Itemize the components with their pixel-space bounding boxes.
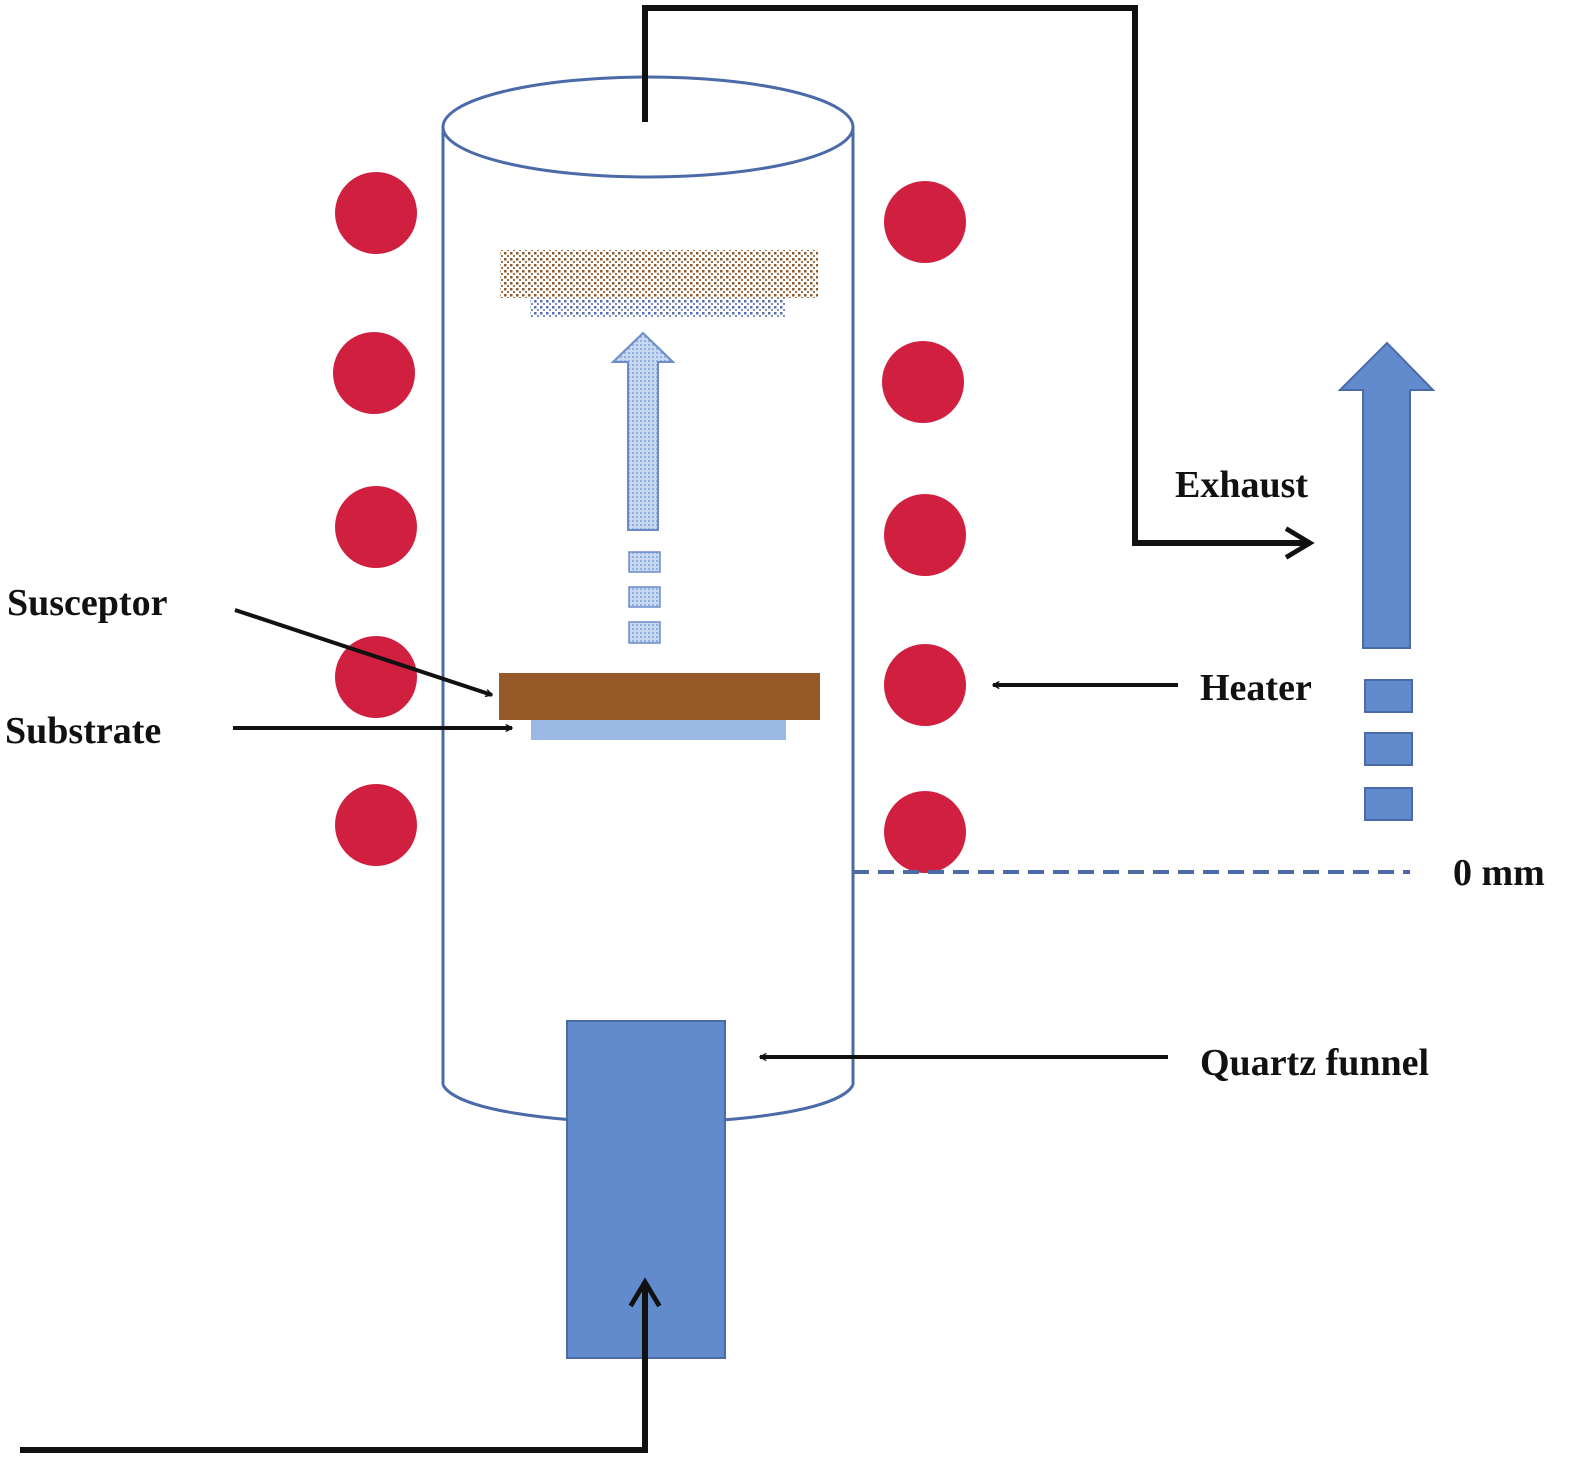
vapor-flow-dash	[628, 621, 661, 644]
heater-coil	[882, 341, 964, 423]
substrate-label: Substrate	[5, 710, 161, 752]
reactor-tube	[441, 75, 855, 1124]
vapor-flow-dash	[628, 551, 661, 573]
vapor-flow-arrow	[610, 331, 676, 531]
heater-coil	[884, 791, 966, 873]
deposit-layer-blue	[530, 298, 785, 318]
growth-direction-dash	[1364, 787, 1413, 821]
inlet-pipe	[20, 1277, 662, 1453]
heater-coils-left	[333, 172, 417, 866]
exhaust-label: Exhaust	[1175, 464, 1308, 506]
heater-coils-right	[882, 181, 966, 873]
exhaust-pipe	[642, 5, 1315, 560]
heater-coil	[884, 644, 966, 726]
susceptor-label: Susceptor	[7, 582, 168, 624]
susceptor-pointer	[234, 608, 494, 698]
growth-direction-dash	[1364, 679, 1413, 713]
growth-direction-arrow	[1337, 341, 1436, 649]
heater-coil	[335, 636, 417, 718]
susceptor	[499, 673, 820, 720]
substrate	[531, 720, 786, 740]
growth-direction-dash	[1364, 732, 1413, 766]
quartz-funnel-label: Quartz funnel	[1200, 1042, 1429, 1084]
heater-coil	[884, 494, 966, 576]
zero-mm-label: 0 mm	[1453, 852, 1545, 894]
heater-label: Heater	[1200, 667, 1312, 709]
vapor-flow-dash	[628, 586, 661, 608]
heater-coil	[335, 486, 417, 568]
deposit-layer	[500, 250, 818, 298]
heater-coil	[335, 784, 417, 866]
heater-coil	[335, 172, 417, 254]
heater-coil	[333, 332, 415, 414]
heater-coil	[884, 181, 966, 263]
